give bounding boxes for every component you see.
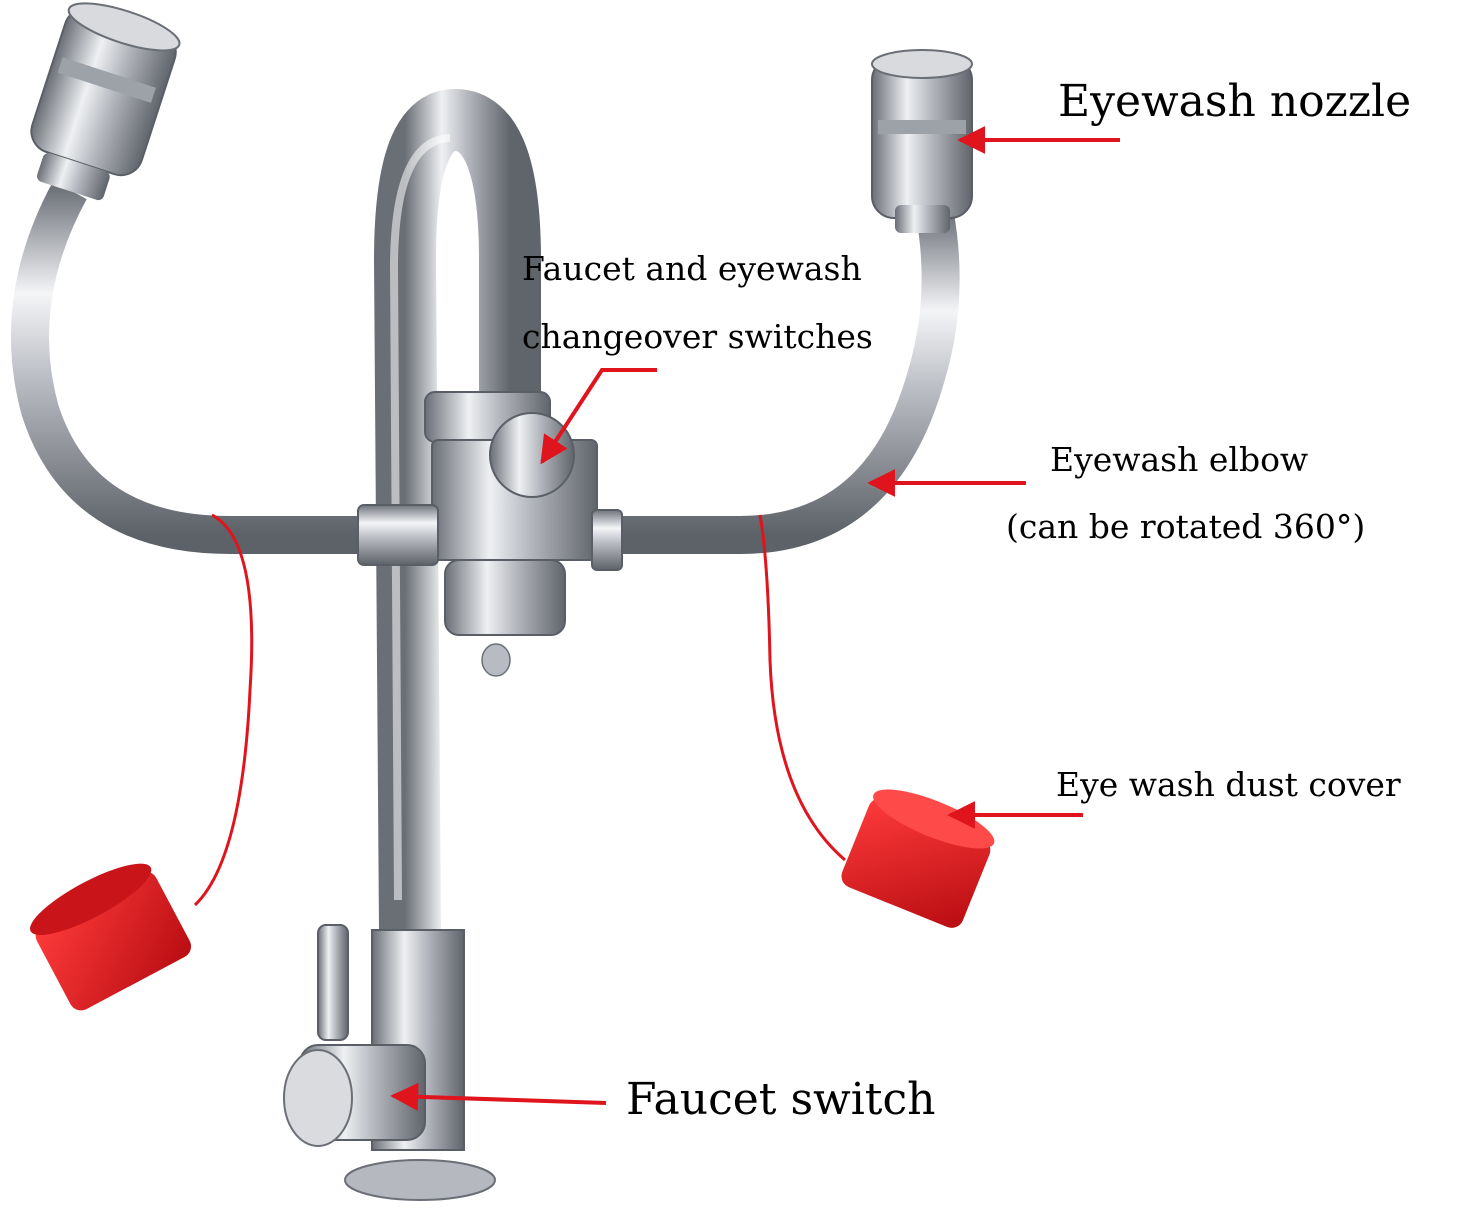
- label-eyewash-nozzle: Eyewash nozzle: [1058, 76, 1412, 127]
- label-elbow-line1: Eyewash elbow: [1050, 440, 1309, 479]
- right-tether: [758, 514, 846, 862]
- faucet-switch-handle: [283, 1044, 426, 1147]
- arrow-faucet-switch: [390, 1082, 607, 1111]
- label-changeover-line1: Faucet and eyewash: [522, 249, 862, 288]
- faucet-spout: [373, 88, 541, 931]
- eyewash-right-arm: [560, 211, 960, 554]
- eyewash-left-arm: [11, 180, 410, 554]
- arrow-changeover: [540, 368, 657, 465]
- dust-cover-left: [30, 863, 192, 1011]
- left-tether: [193, 513, 254, 907]
- label-faucet-switch: Faucet switch: [626, 1074, 936, 1125]
- changeover-valve: [357, 391, 623, 677]
- label-elbow-line2: (can be rotated 360°): [1006, 507, 1366, 546]
- faucet-spout-highlight: [389, 134, 451, 901]
- eyewash-nozzle-left: [30, 2, 181, 201]
- eyewash-nozzle-right: [871, 49, 973, 233]
- dust-cover-right: [841, 789, 995, 928]
- label-changeover-line2: changeover switches: [522, 317, 873, 356]
- label-dust-cover: Eye wash dust cover: [1056, 765, 1401, 804]
- changeover-knob: [489, 412, 575, 498]
